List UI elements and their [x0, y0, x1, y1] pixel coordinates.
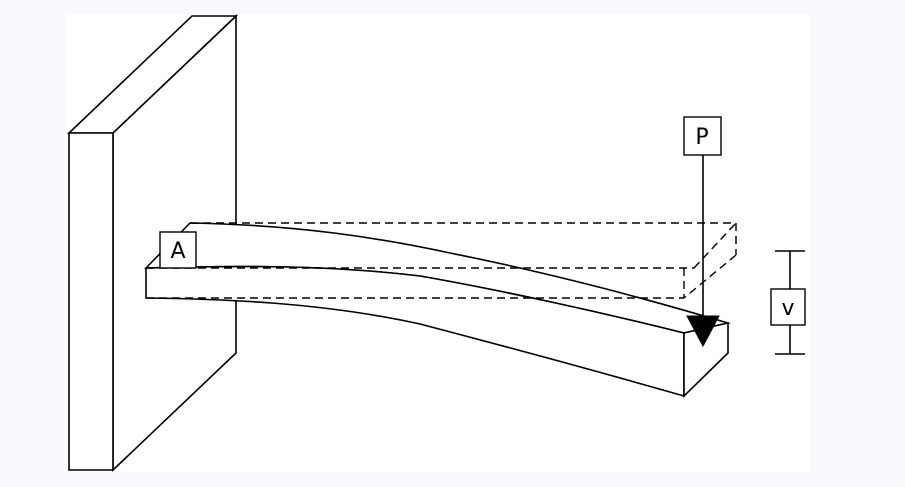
- undeflected-end-top-edge: [693, 222, 737, 269]
- undeflected-beam-outline: [146, 222, 737, 299]
- label-v-text: v: [781, 296, 794, 321]
- undeflected-end-bottom-edge: [683, 254, 737, 299]
- label-a-text: A: [170, 239, 185, 264]
- label-v-box: [770, 288, 806, 326]
- label-a: A: [159, 231, 197, 269]
- wall-front-face: [68, 132, 114, 471]
- label-v: v: [770, 288, 806, 326]
- label-p: P: [683, 116, 722, 156]
- load-arrow-head: [686, 315, 720, 348]
- label-p-text: P: [695, 125, 708, 150]
- label-a-box: [159, 231, 197, 269]
- label-p-box: [683, 116, 722, 156]
